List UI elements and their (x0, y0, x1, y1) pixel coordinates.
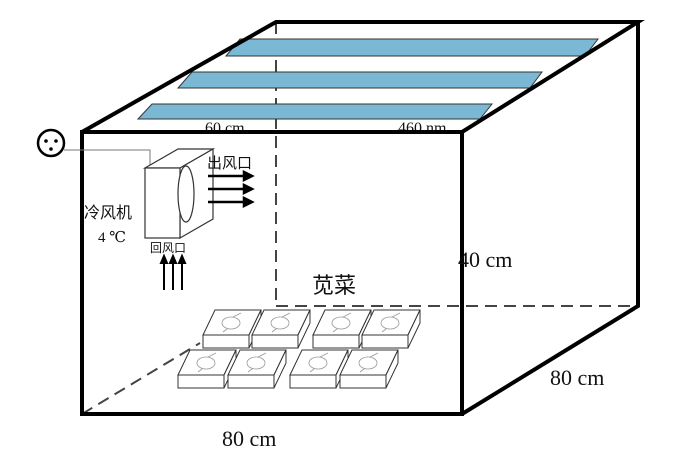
plant-tray (339, 349, 399, 389)
width-label: 80 cm (222, 426, 276, 451)
plant-trays (177, 309, 421, 389)
led-lamp (176, 71, 543, 89)
wavelength-label: 460 nm (398, 120, 447, 137)
plant-tray (177, 349, 237, 389)
plant-tray (251, 309, 311, 349)
air-return-label: 回风口 (150, 241, 186, 255)
return-arrows (159, 253, 187, 290)
plant-tray (361, 309, 421, 349)
led-lamp (224, 38, 600, 57)
plant-label: 苋菜 (312, 274, 356, 299)
chamber-outline (80, 20, 645, 416)
cooler-unit (142, 147, 216, 240)
plant-tray (289, 349, 349, 389)
depth-label: 80 cm (550, 365, 604, 390)
air-outlet-label: 出风口 (207, 154, 252, 172)
power-socket-icon (36, 128, 151, 166)
height-label: 40 cm (458, 247, 512, 272)
plant-tray (312, 309, 372, 349)
lamp-length-label: 60 cm (205, 120, 245, 137)
outlet-arrows (208, 169, 255, 209)
led-lamps (136, 38, 600, 120)
hidden-edges (81, 22, 638, 415)
cooler-label: 冷风机 (84, 203, 132, 222)
led-lamp (136, 103, 494, 120)
cooler-temp-label: 4 ℃ (98, 230, 126, 246)
plant-tray (227, 349, 287, 389)
